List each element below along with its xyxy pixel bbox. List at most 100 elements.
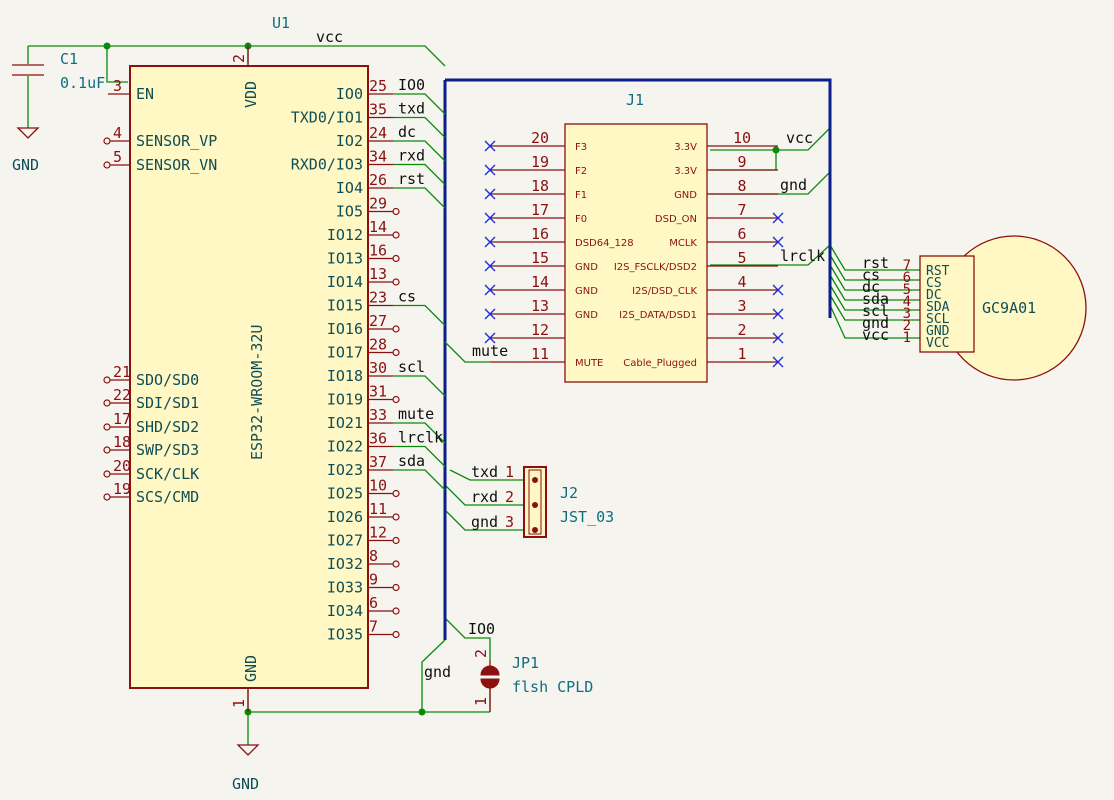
pin-name: I2S/DSD_CLK [632,286,697,297]
no-connect-icon [484,140,496,152]
pin-name: EN [136,85,154,103]
pin-number: 20 [113,457,131,475]
pin-number: 4 [113,124,122,142]
pin-name: SCL [926,312,950,327]
net-label-rst: rst [862,254,889,272]
pin-number: 11 [531,345,549,363]
connector-j1[interactable]: J1 20F319F218F117F016DSD64_12815GND14GND… [444,91,825,383]
c1-ref: C1 [60,50,78,68]
net-label-txd: txd [398,100,425,118]
pin-number: 30 [369,359,387,377]
pin-name: IO13 [327,250,363,268]
display-value: GC9A01 [982,299,1036,317]
pin-number: 29 [369,195,387,213]
net-label-scl: scl [862,302,889,320]
j2-pin-1: 1 txd [471,463,538,483]
pin-number: 1 [505,463,514,481]
no-connect-icon [772,236,784,248]
net-label-txd: txd [471,463,498,481]
pin-number: 14 [531,273,549,291]
no-connect-icon [484,260,496,272]
j1-pin-2: 2 [707,321,784,344]
pin-name: IO14 [327,273,363,291]
pin-number: 13 [369,265,387,283]
pin-name: MCLK [669,238,697,249]
j1-pin-10: 103.3V [674,129,778,153]
j1-ref: J1 [626,91,644,109]
j1-gnd-label: gnd [780,176,807,194]
display-pin-scl: 3 SCL scl [862,302,950,327]
pin-name: SDI/SD1 [136,394,199,412]
pin-number: 5 [903,282,911,298]
no-connect-icon [772,284,784,296]
buses [443,78,832,640]
pin-name: MUTE [575,358,603,369]
jp1-value: flsh CPLD [512,678,593,696]
pin-name: SCK/CLK [136,465,199,483]
pin-name: 3.3V [674,142,697,153]
pin-number: 5 [113,148,122,166]
pin-number: 17 [531,201,549,219]
capacitor-c1[interactable]: C1 0.1uF [12,50,105,92]
pin-number: 26 [369,171,387,189]
pin-number: 4 [903,294,911,310]
j1-left-pins: 20F319F218F117F016DSD64_12815GND14GND13G… [444,129,634,369]
pin-number: 19 [531,153,549,171]
net-label-rxd: rxd [398,147,425,165]
pin-name: IO0 [336,85,363,103]
pin-name: 3.3V [674,166,697,177]
pin-number: 13 [531,297,549,315]
pin-name: IO21 [327,414,363,432]
pin-name: IO2 [336,132,363,150]
net-label-io0: IO0 [398,76,425,94]
no-connect-icon [772,332,784,344]
pin-name: IO33 [327,579,363,597]
pin-name: TXD0/IO1 [291,109,363,127]
pin-name: GND [926,324,950,339]
pin-number: 4 [737,273,746,291]
pin-number: 6 [737,225,746,243]
net-label-cs: cs [862,266,880,284]
net-label-gnd: gnd [862,314,889,332]
pin-name: SDO/SD0 [136,371,199,389]
pin-name: SDA [926,300,950,315]
j2-ref: J2 [560,484,578,502]
pin-number: 23 [369,289,387,307]
no-connect-icon [484,236,496,248]
pin-number: 7 [369,618,378,636]
no-connect-icon [772,308,784,320]
pin-number: 18 [113,433,131,451]
pin-name: IO23 [327,461,363,479]
net-label-rxd: rxd [471,488,498,506]
jumper-jp1[interactable]: 2 1 JP1 flsh CPLD gnd IO0 [424,620,593,712]
pin-number: 3 [903,306,911,322]
pin-number: 14 [369,218,387,236]
